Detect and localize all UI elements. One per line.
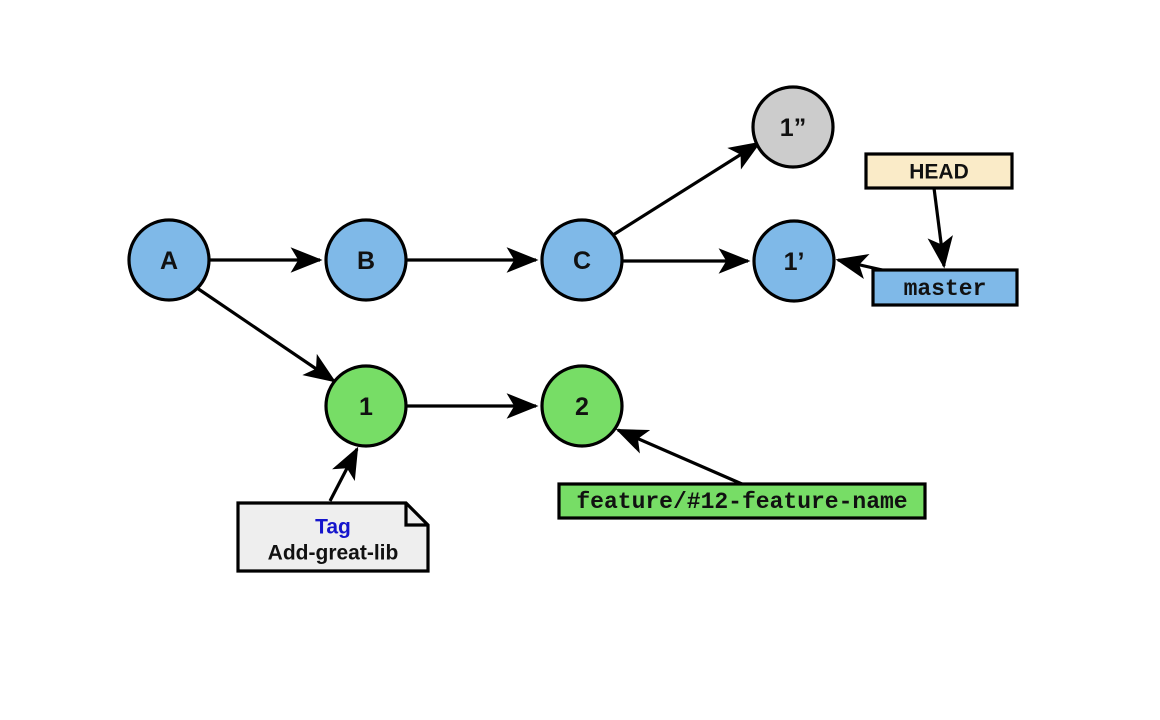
node-a[interactable]: A [127, 218, 211, 302]
node-1-label: 1 [359, 393, 373, 421]
node-b-label: B [357, 247, 375, 275]
edge-a-to-1 [196, 286, 337, 383]
node-1-double-prime[interactable]: 1” [751, 85, 835, 169]
tag-note[interactable]: Tag Add-great-lib [236, 501, 430, 573]
node-c[interactable]: C [540, 218, 624, 302]
pointer-feature-to-2 [615, 428, 743, 486]
node-1-prime-circle[interactable] [752, 219, 836, 303]
node-2[interactable]: 2 [540, 364, 624, 448]
head-ref-rect[interactable] [864, 152, 1014, 190]
master-ref-label: master [904, 276, 987, 302]
node-2-circle[interactable] [540, 364, 624, 448]
feature-ref-label: feature/#12-feature-name [576, 489, 907, 515]
pointer-tag-to-1 [328, 446, 359, 502]
node-b-circle[interactable] [324, 218, 408, 302]
head-ref-box[interactable]: HEAD [864, 152, 1014, 190]
tag-note-shape[interactable] [236, 501, 430, 573]
node-c-label: C [573, 247, 591, 275]
master-ref-rect[interactable] [871, 268, 1019, 307]
master-ref-box[interactable]: master [871, 268, 1019, 307]
node-1-prime[interactable]: 1’ [752, 219, 836, 303]
edges-layer [196, 141, 762, 419]
head-ref-label: HEAD [909, 161, 969, 184]
node-c-circle[interactable] [540, 218, 624, 302]
tag-note-title: Tag [315, 516, 351, 539]
pointers-layer [328, 187, 953, 502]
node-1-circle[interactable] [324, 364, 408, 448]
tag-note-body: Add-great-lib [268, 542, 399, 565]
node-1-double-prime-label: 1” [780, 114, 806, 142]
node-a-circle[interactable] [127, 218, 211, 302]
pointer-head-to-master [927, 187, 953, 269]
node-2-label: 2 [575, 393, 589, 421]
node-1-double-prime-circle[interactable] [751, 85, 835, 169]
node-1-prime-label: 1’ [784, 248, 805, 276]
node-a-label: A [160, 247, 178, 275]
node-1[interactable]: 1 [324, 364, 408, 448]
node-b[interactable]: B [324, 218, 408, 302]
edge-c-to-1-double-prime [612, 141, 762, 237]
tag-note-fold-icon [404, 503, 428, 527]
feature-ref-rect[interactable] [557, 482, 927, 520]
feature-ref-box[interactable]: feature/#12-feature-name [557, 482, 927, 520]
